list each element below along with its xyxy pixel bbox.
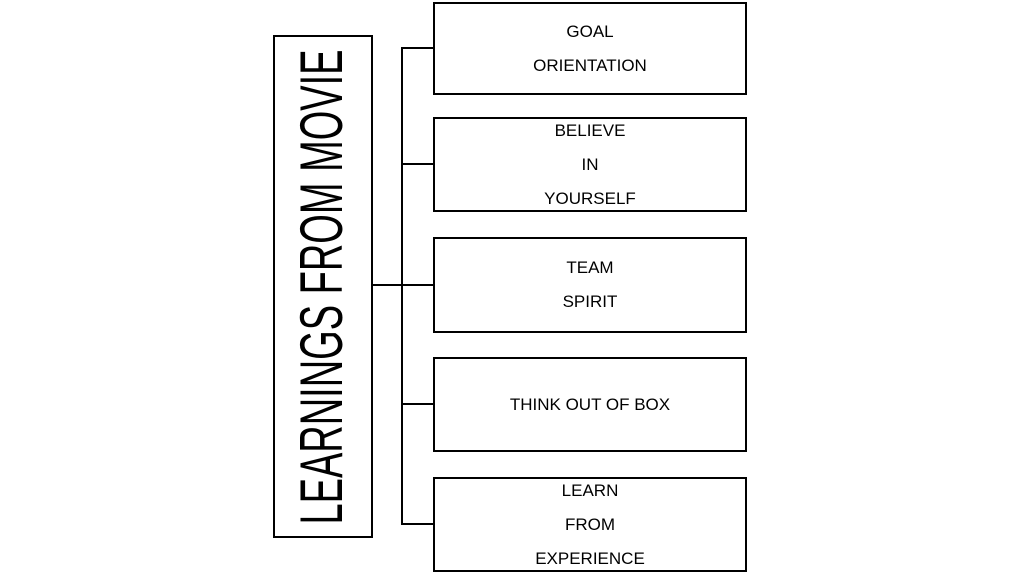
diagram-title-box: LEARNINGS FROM MOVIE (273, 35, 373, 538)
node-text-line: EXPERIENCE (535, 548, 645, 568)
node-text-line: TEAM (566, 258, 614, 277)
connector-stub-believe-in-yourself (401, 163, 435, 165)
node-text-line: LEARN (561, 480, 619, 500)
node-text-line: BELIEVE (554, 120, 626, 140)
connector-stub-goal-orientation (401, 47, 435, 49)
node-text-line: SPIRIT (562, 292, 618, 311)
node-text-line: GOAL (566, 21, 614, 41)
diagram-title: LEARNINGS FROM MOVIE (289, 48, 356, 525)
node-goal-orientation: GOAL ORIENTATION (433, 2, 747, 95)
node-think-out-of-box: THINK OUT OF BOX (433, 357, 747, 452)
connector-trunk (401, 47, 403, 525)
connector-stub-learn-from-experience (401, 523, 435, 525)
node-text-line: FROM (564, 514, 616, 534)
node-text-line: YOURSELF (544, 188, 636, 208)
node-text-line: ORIENTATION (533, 55, 647, 75)
connector-stub-think-out-of-box (401, 403, 435, 405)
node-learn-from-experience: LEARN FROM EXPERIENCE (433, 477, 747, 572)
connector-stub-team-spirit (401, 284, 435, 286)
node-text-line: THINK OUT OF BOX (509, 394, 671, 414)
connector-title-to-trunk (371, 284, 403, 286)
node-team-spirit: TEAM SPIRIT (433, 237, 747, 333)
node-text-line: IN (581, 154, 599, 174)
node-believe-in-yourself: BELIEVE IN YOURSELF (433, 117, 747, 212)
